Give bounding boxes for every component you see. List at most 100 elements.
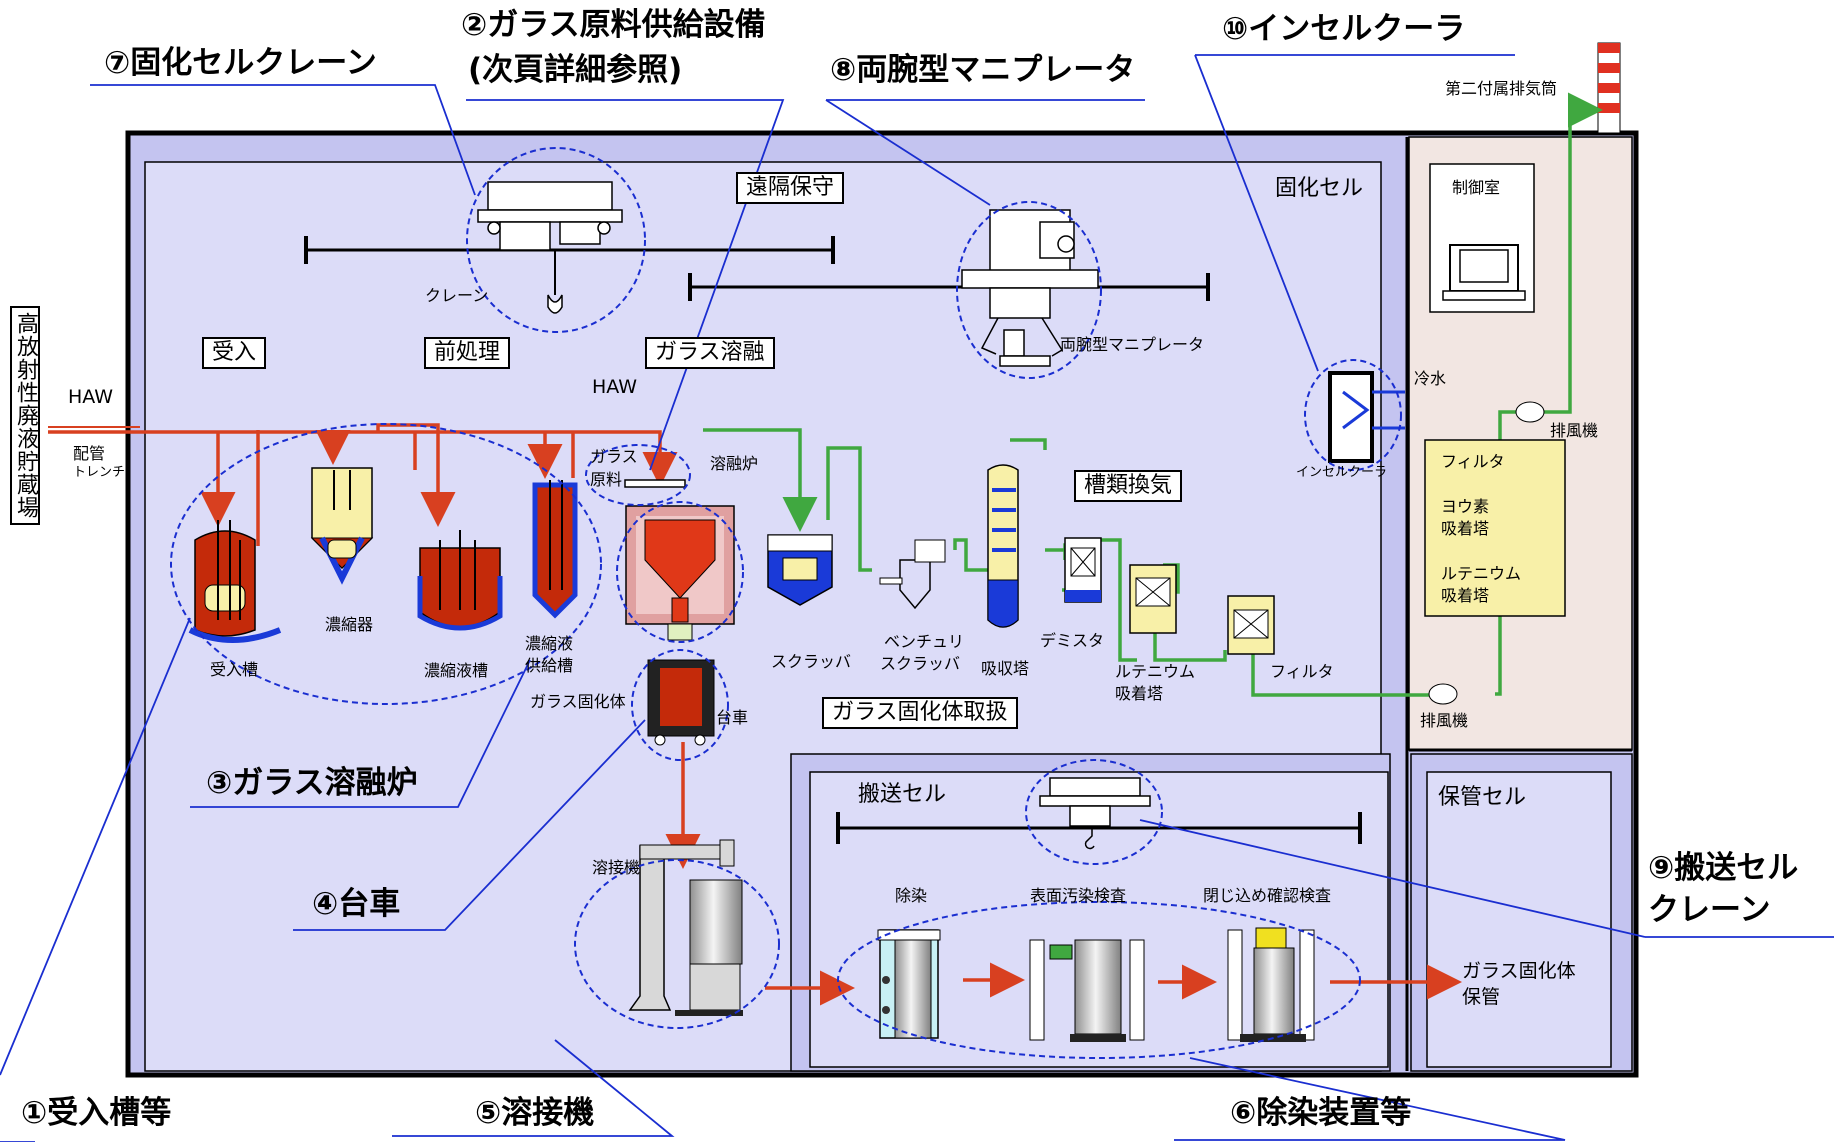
glass-feed-device — [624, 479, 686, 488]
control-room-panel — [1429, 163, 1535, 313]
callout-decon: ⑥除染装置等 — [1230, 1095, 1412, 1131]
label-filter-box: フィルタ — [1441, 452, 1505, 471]
label-vitrified-body: ガラス固化体 — [530, 692, 626, 711]
label-transfer-cell: 搬送セル — [858, 782, 947, 807]
ruthenium-adsorber — [1129, 564, 1177, 634]
manipulator-circle — [956, 201, 1102, 379]
label-glass-melting: ガラス溶融 — [645, 337, 775, 369]
label-surface-inspection: 表面汚染検査 — [1030, 886, 1127, 905]
label-haw-mid: HAW — [592, 376, 638, 398]
highlight-circles — [170, 147, 1402, 1059]
vitrified-cart — [647, 659, 715, 746]
label-scrubber: スクラッバ — [771, 652, 852, 671]
callout-transfer-crane-sub: クレーン — [1648, 892, 1771, 928]
transfer-crane-mechanism — [1039, 777, 1151, 850]
fan-top — [1515, 401, 1545, 423]
callout-cart: ④台車 — [312, 886, 401, 922]
absorption-column — [987, 464, 1019, 628]
label-ru-box-1: ルテニウム — [1441, 564, 1522, 583]
surface-inspection-unit — [1029, 939, 1145, 1042]
label-venturi-2: スクラッバ — [880, 654, 961, 673]
label-crane: クレーン — [425, 286, 489, 305]
label-fan-bottom: 排風機 — [1420, 711, 1469, 730]
welder-machine — [628, 839, 743, 1016]
label-hlw-storage: 高放射性廃液貯蔵場 — [10, 306, 40, 525]
transfer-crane-circle — [1025, 759, 1163, 865]
label-stack: 第二付属排気筒 — [1445, 79, 1558, 98]
receiving-circle — [170, 423, 602, 705]
receiving-tank — [188, 520, 282, 643]
label-tank-ventilation: 槽類換気 — [1074, 470, 1183, 502]
label-solidification-cell: 固化セル — [1275, 176, 1364, 201]
label-feed-tank-1: 濃縮液 — [525, 634, 574, 653]
glass-melter — [625, 505, 735, 641]
callout-manipulator: ⑧両腕型マニプレータ — [830, 52, 1136, 88]
label-glass-feed-2: 原料 — [590, 470, 623, 489]
label-iodine-2: 吸着塔 — [1441, 519, 1490, 538]
label-receiving-tank: 受入槽 — [210, 660, 259, 679]
label-storage-cell: 保管セル — [1438, 785, 1527, 810]
label-pretreatment: 前処理 — [424, 337, 511, 369]
label-confinement-inspection: 閉じ込め確認検査 — [1203, 886, 1332, 905]
label-cooler: インセルクーラ — [1296, 465, 1388, 480]
label-glass-feed-1: ガラス — [590, 447, 638, 466]
callout-transfer-crane: ⑨搬送セル — [1648, 850, 1799, 886]
filter-unit — [1227, 595, 1275, 655]
solidification-crane-rail — [304, 236, 835, 264]
label-vitrified-handling: ガラス固化体取扱 — [822, 697, 1018, 729]
decon-circle — [837, 901, 1361, 1059]
callout-cooler: ⑩インセルクーラ — [1222, 11, 1466, 47]
label-storage-1: ガラス固化体 — [1462, 960, 1576, 982]
transfer-crane-rail — [836, 812, 1362, 844]
cooler-circle — [1304, 359, 1402, 471]
label-manipulator: 両腕型マニプレータ — [1060, 335, 1205, 354]
exhaust-stack — [1597, 42, 1621, 134]
label-storage-2: 保管 — [1462, 986, 1501, 1008]
fan-bottom — [1428, 683, 1458, 705]
welder-circle — [574, 859, 780, 1029]
callout-glass-feed: ②ガラス原料供給設備 — [461, 7, 766, 43]
label-iodine-1: ヨウ素 — [1441, 497, 1490, 516]
callout-crane: ⑦固化セルクレーン — [104, 45, 377, 81]
label-melter: 溶融炉 — [710, 454, 759, 473]
label-welder: 溶接機 — [592, 858, 641, 877]
glass-feed-circle — [585, 444, 691, 506]
in-cell-cooler — [1328, 371, 1405, 463]
label-control-room: 制御室 — [1452, 178, 1501, 197]
label-ru-adsorber-1: ルテニウム — [1115, 662, 1196, 681]
storage-cell-area — [1426, 771, 1612, 1068]
label-demister: デミスタ — [1040, 631, 1105, 650]
feed-tank — [532, 480, 578, 619]
filter-box — [1424, 439, 1566, 617]
label-receiving: 受入 — [202, 337, 267, 369]
label-concentrate-tank: 濃縮液槽 — [424, 661, 489, 680]
label-decon: 除染 — [895, 886, 928, 905]
label-ru-box-2: 吸着塔 — [1441, 586, 1490, 605]
label-feed-tank-2: 供給槽 — [525, 656, 574, 675]
callout-welder: ⑤溶接機 — [475, 1095, 595, 1131]
callout-receiving-tank: ①受入槽等 — [21, 1095, 172, 1131]
manipulator-rail — [688, 273, 1210, 301]
callout-melter: ③ガラス溶融炉 — [206, 765, 418, 801]
label-cart: 台車 — [716, 708, 749, 727]
demister — [1064, 537, 1102, 603]
crane-circle — [466, 147, 646, 333]
manipulator-mechanism — [961, 209, 1099, 367]
confinement-inspection-unit — [1227, 927, 1315, 1042]
label-concentrator: 濃縮器 — [325, 615, 374, 634]
venturi-scrubber — [879, 539, 946, 610]
label-ru-adsorber-2: 吸着塔 — [1115, 684, 1164, 703]
label-pipe-trench-2: トレンチ — [73, 465, 126, 480]
label-venturi-1: ベンチュリ — [884, 632, 965, 651]
label-pipe-trench-1: 配管 — [73, 444, 106, 463]
callout-glass-feed-sub: (次頁詳細参照) — [468, 52, 683, 88]
label-chilled-water: 冷水 — [1414, 369, 1447, 388]
label-absorber: 吸収塔 — [981, 659, 1030, 678]
decontamination-unit — [877, 929, 941, 1039]
label-haw-left: HAW — [68, 386, 114, 408]
melter-circle — [616, 501, 744, 643]
label-fan-top: 排風機 — [1550, 421, 1599, 440]
cart-circle — [631, 649, 729, 761]
scrubber — [767, 534, 833, 606]
